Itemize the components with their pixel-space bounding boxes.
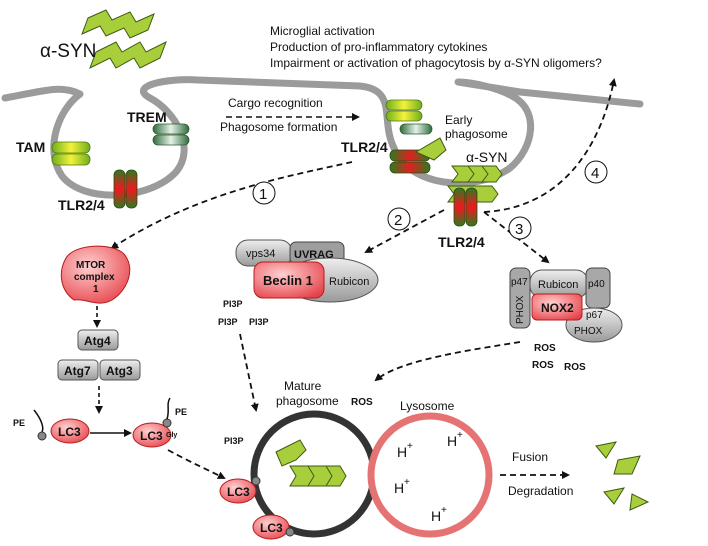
lysosome bbox=[367, 412, 493, 538]
atg4-box bbox=[77, 329, 119, 351]
proton-symbols: H + H + H + H + bbox=[394, 430, 463, 524]
alpha-syn-top-label: α-SYN bbox=[40, 41, 96, 62]
degradation-label: Degradation bbox=[508, 484, 573, 498]
proton-3-h: H bbox=[394, 480, 404, 496]
atg3-box bbox=[99, 359, 141, 381]
lc3-phagosome-1-label: LC3 bbox=[227, 485, 250, 499]
atg4-label: Atg4 bbox=[84, 334, 111, 348]
mtor-line2: complex bbox=[74, 272, 115, 283]
phagosome-formation-label: Phagosome formation bbox=[220, 120, 337, 134]
ros-2: ROS bbox=[532, 360, 554, 371]
lc3-phagosome-2-label: LC3 bbox=[260, 521, 283, 535]
proton-1-plus: + bbox=[407, 441, 413, 452]
arrow-nox-phagosome bbox=[374, 341, 521, 382]
p67-label: p67 bbox=[586, 310, 603, 321]
lc3-gly bbox=[132, 422, 172, 448]
alpha-syn-top-fibrils bbox=[81, 9, 167, 70]
proton-2-plus: + bbox=[457, 430, 463, 441]
proton-3-plus: + bbox=[404, 477, 410, 488]
tlr-right-label: TLR2/4 bbox=[438, 234, 485, 250]
pe-tail-right bbox=[166, 397, 171, 420]
arrow-step2 bbox=[364, 209, 445, 253]
phox-bottom-label: PHOX bbox=[574, 326, 603, 337]
mature-label-1: Mature bbox=[284, 379, 322, 393]
pe-head-left bbox=[37, 431, 47, 441]
step-1: 1 bbox=[259, 186, 267, 203]
pi3p-3: PI3P bbox=[249, 317, 269, 327]
pe-tail-left bbox=[33, 409, 44, 433]
pe-label-left: PE bbox=[13, 418, 25, 428]
outcome-cytokines: Production of pro-inflammatory cytokines bbox=[270, 40, 487, 54]
pe-head-right bbox=[162, 418, 172, 428]
step-circles bbox=[252, 160, 608, 240]
pi3p-1: PI3P bbox=[223, 299, 243, 309]
proton-1-h: H bbox=[397, 444, 407, 460]
early-label-1: Early bbox=[445, 113, 472, 127]
cargo-recognition-label: Cargo recognition bbox=[228, 96, 323, 110]
vps34-label: vps34 bbox=[246, 248, 275, 260]
mtor-line3: 1 bbox=[93, 284, 99, 295]
rubicon-nox-label: Rubicon bbox=[538, 279, 578, 291]
nox2-label: NOX2 bbox=[541, 301, 574, 315]
mtor-complex-shape bbox=[60, 245, 131, 304]
lc3-left bbox=[50, 418, 90, 444]
lc3-phagosome-1-pe bbox=[251, 476, 261, 486]
tlr-left-receptor bbox=[113, 169, 138, 209]
trem-receptor bbox=[152, 123, 190, 146]
ros-1: ROS bbox=[534, 343, 556, 354]
proton-4-h: H bbox=[431, 508, 441, 524]
step-3: 3 bbox=[515, 221, 523, 238]
lc3-phagosome-2 bbox=[252, 514, 290, 540]
early-phagosome-receptors bbox=[385, 99, 447, 174]
rubicon-beclin-label: Rubicon bbox=[329, 276, 369, 288]
proton-4-plus: + bbox=[441, 505, 447, 516]
beclin1-label: Beclin 1 bbox=[263, 273, 313, 288]
pi3p-4: PI3P bbox=[224, 436, 244, 446]
atg7-label: Atg7 bbox=[64, 364, 91, 378]
arrow-beclin-phagosome bbox=[239, 333, 259, 412]
gly-label: Gly bbox=[166, 432, 177, 439]
tam-receptor bbox=[51, 141, 91, 166]
atg7-box bbox=[57, 359, 99, 381]
lc3-gly-label: LC3 bbox=[140, 429, 163, 443]
pi3p-2: PI3P bbox=[218, 317, 238, 327]
lc3-phagosome-2-pe bbox=[285, 527, 295, 537]
alpha-syn-phagosome-fibrils bbox=[275, 439, 347, 487]
arrow-lc3-phagosome bbox=[167, 449, 226, 479]
nox2-complex bbox=[509, 267, 623, 343]
lc3-left-label: LC3 bbox=[58, 425, 81, 439]
proton-2-h: H bbox=[447, 433, 457, 449]
tam-label: TAM bbox=[16, 139, 45, 155]
outcome-phagocytosis: Impairment or activation of phagocytosis… bbox=[270, 56, 602, 70]
tlr-right-receptor bbox=[453, 187, 478, 227]
mature-label-2: phagosome bbox=[276, 394, 339, 408]
fusion-label: Fusion bbox=[512, 450, 548, 464]
alpha-syn-mid-label: α-SYN bbox=[466, 149, 508, 165]
lc3-phagosome-1 bbox=[219, 478, 257, 504]
lysosome-label: Lysosome bbox=[400, 399, 455, 413]
beclin-complex bbox=[235, 239, 379, 303]
ros-3: ROS bbox=[564, 362, 586, 373]
arrow-step1 bbox=[110, 161, 353, 250]
degraded-fragments bbox=[595, 441, 650, 511]
phox-vertical-label: PHOX bbox=[515, 295, 526, 324]
uvrag-label: UVRAG bbox=[294, 249, 334, 261]
pe-label-right: PE bbox=[175, 407, 187, 417]
atg3-label: Atg3 bbox=[106, 364, 133, 378]
trem-label: TREM bbox=[127, 109, 167, 125]
tlr-mid-label: TLR2/4 bbox=[341, 139, 388, 155]
p40-label: p40 bbox=[588, 279, 605, 290]
p47-label: p47 bbox=[511, 277, 528, 288]
arrow-step4 bbox=[483, 78, 617, 213]
step-2: 2 bbox=[394, 212, 402, 229]
mtor-line1: MTOR bbox=[76, 260, 106, 271]
step-4: 4 bbox=[591, 165, 599, 182]
outcome-microglial: Microglial activation bbox=[270, 24, 375, 38]
tlr-left-label: TLR2/4 bbox=[58, 197, 105, 213]
ros-4: ROS bbox=[351, 397, 373, 408]
early-label-2: phagosome bbox=[445, 127, 508, 141]
